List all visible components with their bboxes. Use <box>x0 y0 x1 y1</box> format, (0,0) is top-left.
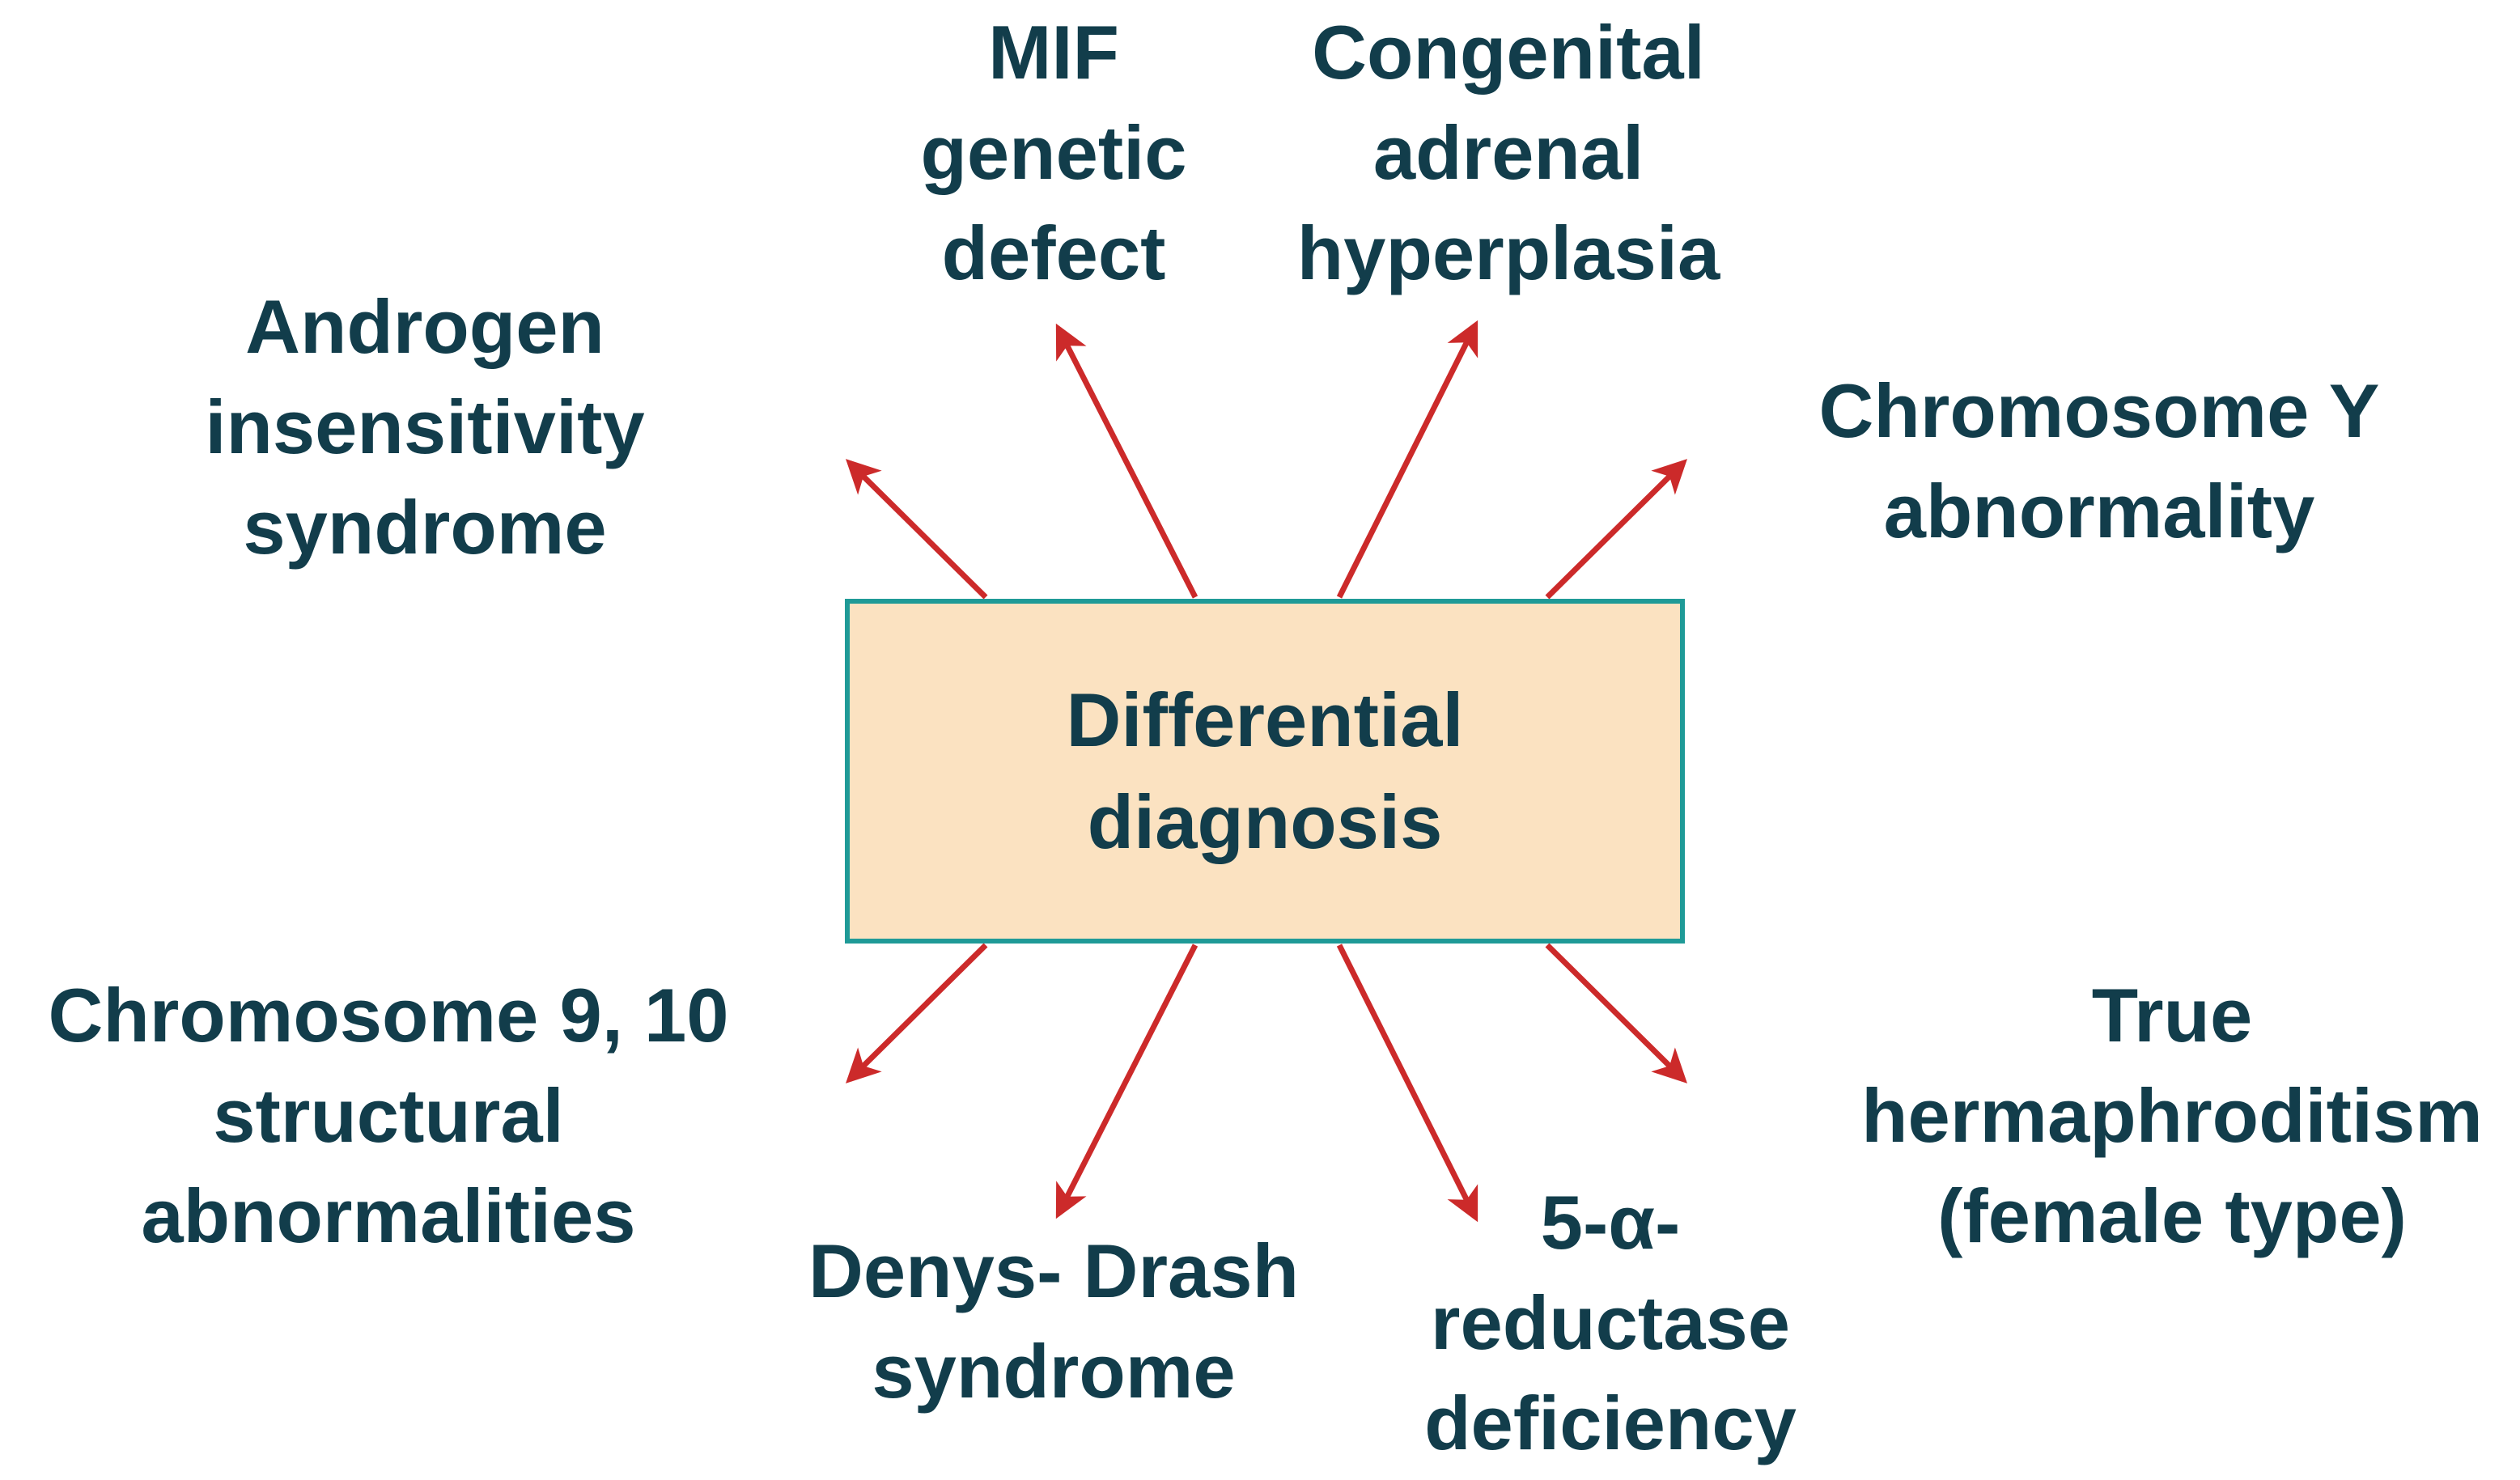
node-congenital-adrenal-hyperplasia: Congenital adrenal hyperplasia <box>1297 2 1720 303</box>
node-5-alpha-reductase: 5-α- reductase deficiency <box>1424 1173 1797 1474</box>
node-line: Chromosome 9, 10 <box>48 973 729 1058</box>
node-line: Denys- Drash <box>808 1228 1299 1313</box>
node-line: deficiency <box>1424 1380 1797 1465</box>
arrow-to-chromosome-9-10 <box>846 943 988 1083</box>
node-line: structural <box>213 1073 564 1158</box>
node-line: Congenital <box>1312 10 1705 95</box>
arrow-to-androgen-insensitivity <box>846 459 988 600</box>
node-true-hermaphroditism: True hermaphroditism (female type) <box>1861 965 2483 1266</box>
arrow-to-denys-drash <box>1055 944 1198 1219</box>
node-line: True <box>2091 973 2253 1058</box>
node-line: Chromosome Y <box>1818 368 2380 453</box>
node-chromosome-9-10: Chromosome 9, 10 structural abnormalitie… <box>48 965 728 1266</box>
arrow-to-mif-genetic-defect <box>1055 323 1198 599</box>
node-line: abnormalities <box>141 1173 636 1258</box>
node-line: reductase <box>1430 1280 1791 1365</box>
center-line: diagnosis <box>1087 779 1443 864</box>
differential-diagnosis-box: Differential diagnosis <box>845 599 1685 944</box>
arrow-to-congenital-adrenal-hyperplasia <box>1336 320 1478 599</box>
node-line: insensitivity <box>205 384 645 469</box>
node-line: (female type) <box>1937 1173 2407 1258</box>
node-line: adrenal <box>1372 110 1644 195</box>
node-line: abnormality <box>1883 469 2315 553</box>
node-line: Androgen <box>245 284 605 369</box>
node-line: hyperplasia <box>1296 210 1720 295</box>
node-denys-drash: Denys- Drash syndrome <box>808 1221 1299 1422</box>
node-line: syndrome <box>872 1329 1236 1414</box>
node-androgen-insensitivity: Androgen insensitivity syndrome <box>205 277 644 578</box>
center-line: Differential <box>1066 677 1464 762</box>
arrow-to-true-hermaphroditism <box>1545 943 1687 1083</box>
node-line: MIF <box>988 10 1119 95</box>
node-line: 5-α- <box>1540 1180 1681 1265</box>
node-line: hermaphroditism <box>1861 1073 2483 1158</box>
node-chromosome-y-abnormality: Chromosome Y abnormality <box>1819 361 2380 562</box>
node-mif-genetic-defect: MIF genetic defect <box>920 2 1186 303</box>
arrow-to-5-alpha-reductase <box>1336 944 1478 1223</box>
node-line: syndrome <box>243 485 607 570</box>
arrow-to-chromosome-y-abnormality <box>1545 459 1687 600</box>
node-line: defect <box>941 210 1166 295</box>
node-line: genetic <box>920 110 1187 195</box>
center-label: Differential diagnosis <box>1067 669 1464 873</box>
